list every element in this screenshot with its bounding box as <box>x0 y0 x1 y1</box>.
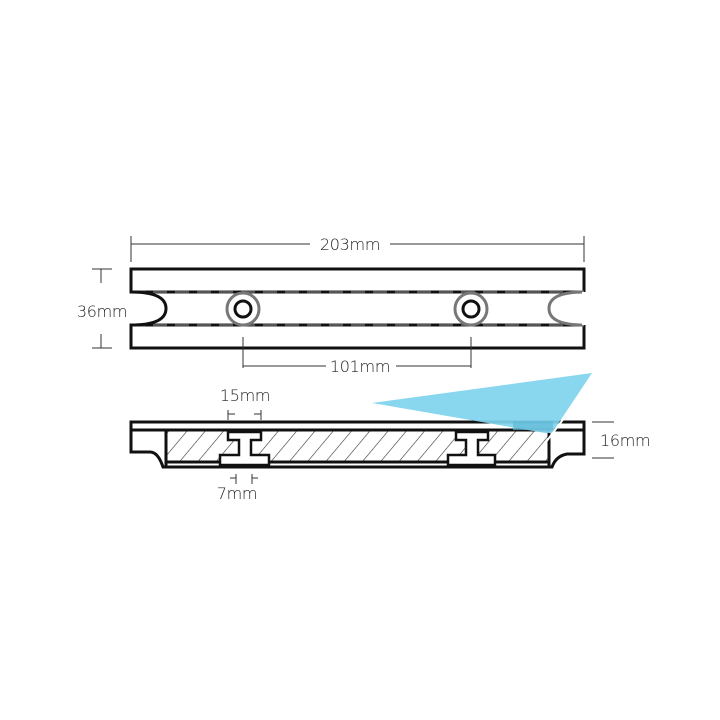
length-label: 203mm <box>320 235 380 254</box>
counterbore-label: 15mm <box>220 386 270 405</box>
bar-bottom-rail <box>129 323 586 350</box>
hole-spacing-dimension: 101mm <box>242 337 472 376</box>
hole-spacing-label: 101mm <box>330 357 390 376</box>
blue-accent-shape <box>372 373 597 443</box>
bolt-cutout-right <box>446 430 497 467</box>
width-dimension: 36mm <box>77 268 127 349</box>
counterbore-dimension: 15mm <box>220 386 270 420</box>
bolt-cutout-left <box>218 430 271 467</box>
length-dimension: 203mm <box>130 235 585 262</box>
mounting-hole-right <box>453 291 489 327</box>
thickness-dimension: 16mm <box>592 421 651 459</box>
top-view: 203mm 36mm <box>77 235 586 376</box>
thickness-label: 16mm <box>600 431 650 450</box>
bar-top-rail <box>129 267 586 294</box>
width-label: 36mm <box>77 302 127 321</box>
hole-dimension: 7mm <box>217 474 258 503</box>
mounting-hole-left <box>225 291 261 327</box>
side-view: 15mm 7mm <box>129 386 651 503</box>
hole-label: 7mm <box>217 484 257 503</box>
